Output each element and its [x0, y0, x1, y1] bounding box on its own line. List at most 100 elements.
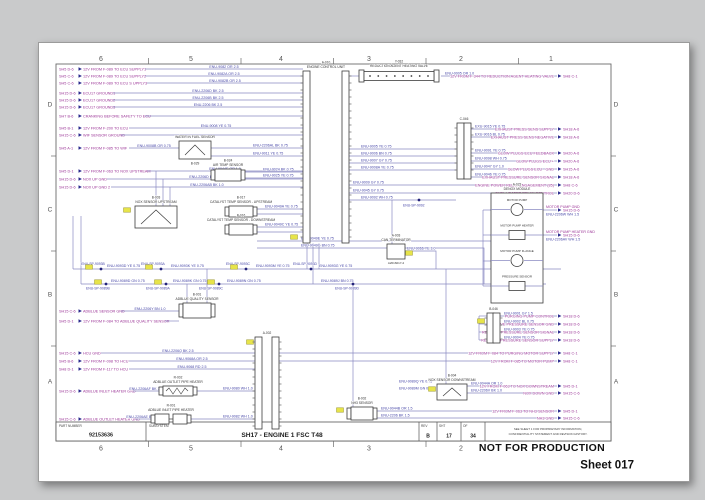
component-name: ENGINE CONTROL UNIT [307, 65, 345, 69]
resistor-symbol [508, 230, 526, 240]
sheet-ref: SH8 C-1 [563, 352, 578, 356]
grid-col-label: 4 [279, 446, 283, 453]
sheet-ref: SH15 D-6 [59, 92, 76, 96]
highlight-tag [290, 234, 298, 240]
valve-body [363, 71, 435, 81]
wire-label: ENU-9002 BL 0.75 [504, 319, 534, 323]
wire-label: EXU-9016 BL 0.75 [475, 132, 505, 136]
highlight-tag [246, 339, 254, 345]
sensor-cap [178, 303, 184, 318]
splice-dot [217, 282, 221, 286]
component-id: A-010 [322, 61, 331, 65]
splice-dot [99, 267, 103, 271]
signal-name: ECU17 GROUND3 [83, 106, 115, 110]
signal-name: WIF SENSOR GROUND [83, 134, 125, 138]
component-name: ADBLUE OUTLET PIPE HEATER [153, 380, 203, 384]
signal-name: RELATIVE PRESSURE SENSOR GND [487, 322, 554, 326]
splice-label: ENU-SP-9093A [141, 262, 165, 266]
component-part-number: A2016017-2 [388, 261, 405, 265]
flow-arrow [78, 389, 82, 393]
valve-dot [385, 75, 388, 77]
sheet-ref: SH15 D-6 [563, 209, 580, 213]
valve-dot [377, 75, 380, 77]
sheet-ref: SH15 C-6 [563, 392, 580, 396]
component-id: A-023 [513, 183, 522, 187]
flow-arrow [78, 351, 82, 355]
not-for-production-stamp: NOT FOR PRODUCTION [479, 442, 605, 454]
sensor-cap [224, 224, 230, 235]
wire-label: ENU-9093K YE 0.75 [171, 264, 204, 268]
splice-label: ENU-SP-9089C [199, 287, 223, 291]
module-part-label: PRESSURE SENSOR [502, 275, 533, 279]
sensor-symbol [140, 209, 172, 225]
wire-label: ENU-2206AL BK 0.75 [253, 144, 288, 148]
component-name: REDUCTION AGENT HEATING VALVE [370, 64, 429, 68]
wire-label: ENU-9046 YE 0.75 [475, 172, 506, 176]
module-part-label: MOTOR PUMP [507, 198, 528, 202]
sheet-ref: SH20 A-6 [563, 152, 579, 156]
wire-label: ENU-0005 OR 1.0 [445, 71, 474, 75]
signal-name: 12V FROM F-085 TO MOTOR PUMP [491, 359, 555, 363]
grid-col-label: 2 [459, 446, 463, 453]
splice-label: ENU-SP-9093D [293, 262, 317, 266]
component-id: B-024 [224, 159, 233, 163]
sheet-ref: SH7 B-6 [59, 115, 73, 119]
wire-label: ENU-9089D GN 0.75 [111, 279, 145, 283]
heater-cap [150, 414, 156, 424]
signal-name: 12V FROM F-089 TO ECU SUPPLY2 [83, 75, 146, 79]
grid-col-label: 4 [279, 56, 283, 63]
sheet-ref: SH15 D-6 [59, 99, 76, 103]
component-id: R-002 [174, 376, 183, 380]
component-id: B-017 [237, 196, 246, 200]
wire-label: ENU-2206AB BK 1.0 [190, 183, 223, 187]
flow-arrow [78, 177, 82, 181]
wire-label: ENU-9049C YE 0.75 [265, 223, 298, 227]
sheet-ref: SH5 A-1 [59, 147, 73, 151]
sheet-ref: SH18 D-6 [563, 339, 580, 343]
signal-name: EXHAUST PRESSURE SENSOR SIGNAL [482, 175, 554, 179]
component-id: B-016 [237, 214, 246, 218]
signal-name: 12V FROM F-084 TO ADBLUE QUALITY SENSOR [83, 320, 170, 324]
sheet-ref: SH5 D-1 [563, 410, 578, 414]
signal-name: RELATIVE PRESSURE SENSOR SUPPLY [481, 338, 554, 342]
component-id: R-001 [167, 404, 176, 408]
part-number-value: 92153636 [89, 433, 113, 439]
signal-name: GLOW PLUGS ECU + [516, 159, 555, 163]
sheet-ref: SH18 D-6 [563, 315, 580, 319]
splice-dot [244, 267, 248, 271]
signal-name: MOTOR PUMP HEATER GND [546, 230, 595, 234]
flow-arrow [558, 175, 562, 179]
wire-label: ENU-9006 BN 0.75 [361, 152, 392, 156]
component-id: B-004 [448, 374, 457, 378]
signal-name: ECU17 GROUND1 [83, 92, 115, 96]
valve-dot [369, 75, 371, 77]
sensor-body [182, 302, 212, 319]
wire-label: ENU-9089J BN 0.75 [321, 279, 354, 283]
component-name: NOX SENSOR UPSTREAM [135, 200, 176, 204]
highlight-tag [230, 264, 238, 270]
grid-row-label: B [614, 291, 618, 298]
connector-pin-column [302, 70, 311, 244]
flow-arrow [558, 159, 562, 163]
wire-label: ENU-9049G BN 0.75 [301, 244, 335, 248]
component-name: WATER IN FUEL SENSOR [175, 135, 215, 139]
splice-dot [159, 267, 163, 271]
sheet-ref: SH5 C-6 [59, 82, 74, 86]
highlight-tag [85, 264, 93, 270]
wire-label: ENU-9093G YE 0.75 [319, 264, 352, 268]
valve-dot [418, 75, 421, 77]
sheet-ref: SH15 D-6 [59, 390, 76, 394]
title-block: PART NUMBER 92153636 SUBSYSTEM SH17 - EN… [55, 421, 612, 442]
valve-cap [433, 69, 440, 83]
wire-label: ENU-9004 YE 0.75 [504, 335, 535, 339]
signal-name: PURGING PUMP CONTROL [505, 314, 554, 318]
highlight-tag [123, 207, 131, 213]
sht-value: 17 [446, 434, 452, 440]
schematic-canvas: PART NUMBER 92153636 SUBSYSTEM SH17 - EN… [48, 56, 634, 472]
connector-pin-column [254, 336, 263, 430]
heater-body [172, 413, 188, 425]
wire-label: ENU-2206AV WH 1.5 [546, 238, 580, 242]
subsystem-label: SUBSYSTEM [149, 424, 169, 428]
component-id: B-003 [152, 196, 161, 200]
